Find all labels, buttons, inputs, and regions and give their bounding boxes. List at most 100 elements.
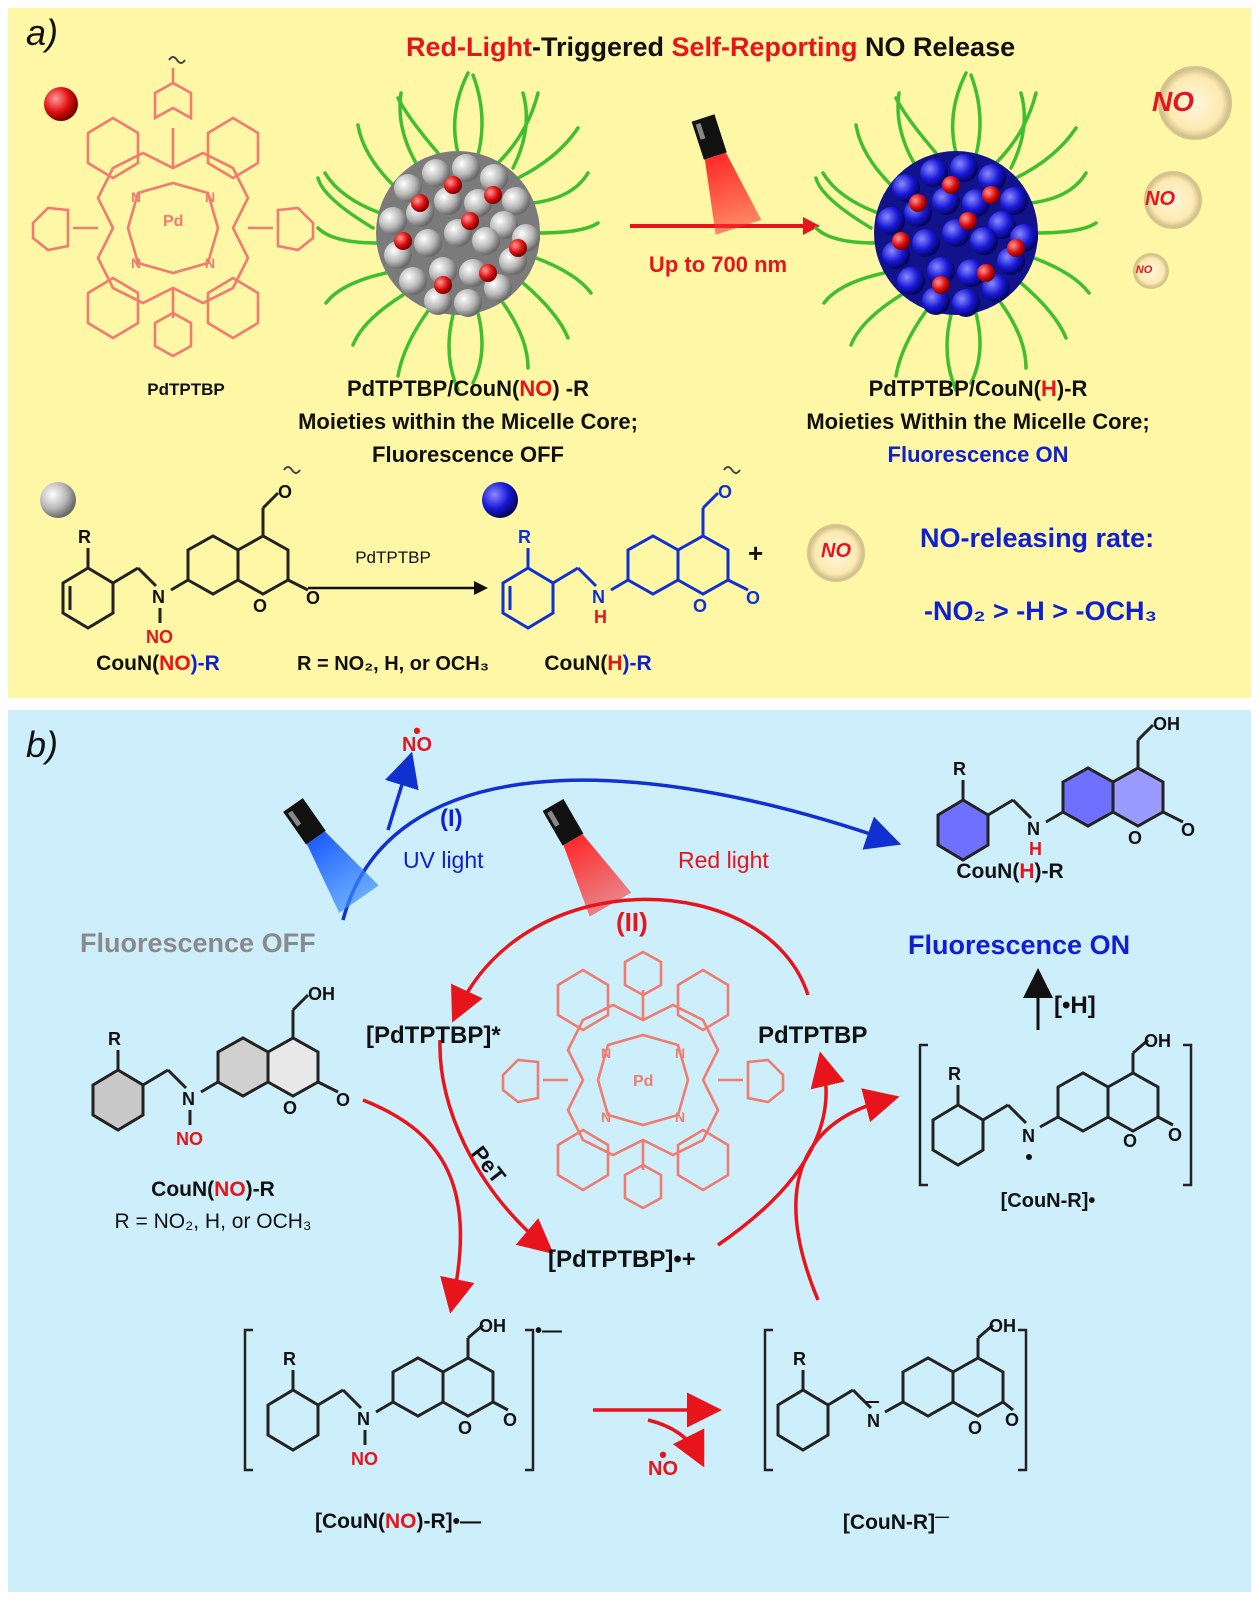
panel-b-graphics: Pd N N N N R N H OH O O — [91, 714, 1195, 1472]
product-b-suffix: )-R — [1034, 860, 1064, 883]
panel-b-label: b) — [26, 724, 59, 765]
fluorescence-off-label: Fluorescence OFF — [80, 928, 316, 958]
svg-text:O: O — [278, 482, 292, 502]
svg-text:R: R — [108, 1029, 121, 1049]
svg-text:N: N — [867, 1411, 880, 1431]
bracket-charge-label: •— — [535, 1320, 563, 1342]
svg-text:O: O — [458, 1418, 472, 1438]
svg-text:NO: NO — [176, 1129, 203, 1149]
no-bubble-text-medium: NO — [1145, 188, 1175, 210]
title-self-reporting: Self-Reporting — [671, 32, 858, 62]
title-no-release: NO Release — [857, 32, 1016, 62]
svg-text:N: N — [592, 587, 605, 607]
svg-text:N: N — [601, 1109, 611, 1125]
oxidation-arrow — [794, 1088, 900, 1301]
svg-text:N: N — [131, 189, 141, 205]
no-bubble-text-large: NO — [1152, 86, 1194, 117]
svg-text:O: O — [968, 1418, 982, 1438]
svg-text:H: H — [594, 607, 607, 627]
micelle-on-red: H — [1040, 376, 1057, 401]
coun-h-structure-b: R N H OH O O — [936, 714, 1195, 862]
red-light-label: Red light — [678, 847, 769, 873]
r-definition-b: R = NO₂, H, or OCH₃ — [114, 1210, 312, 1233]
micelle-off-suffix: ) -R — [552, 376, 589, 401]
svg-text:N: N — [675, 1109, 685, 1125]
svg-text:OH: OH — [308, 984, 335, 1004]
plus-sign: + — [748, 538, 764, 568]
rate-order: -NO₂ > -H > -OCH₃ — [924, 596, 1157, 626]
no-loss-curl — [647, 1418, 705, 1468]
gray-sphere-icon — [40, 482, 76, 518]
product-b-prefix: CouN( — [956, 860, 1020, 883]
panel-a-label: a) — [26, 12, 59, 53]
anion-label: [CouN-R]— — [843, 1508, 949, 1535]
micelle-off-line2: Moieties within the Micelle Core; — [298, 409, 638, 434]
svg-text:O: O — [1123, 1131, 1137, 1151]
svg-text:N: N — [152, 587, 165, 607]
reactant-label: CouN(NO)-R — [96, 652, 220, 676]
anion-charge: — — [935, 1508, 950, 1524]
svg-text:R: R — [78, 527, 91, 547]
no-bubble-text-small: NO — [1135, 264, 1153, 276]
svg-text:O: O — [253, 596, 267, 616]
svg-text:NO: NO — [146, 627, 173, 647]
micelle-off-red: NO — [519, 376, 553, 401]
svg-text:OH: OH — [1144, 1031, 1171, 1051]
start-prefix: CouN( — [151, 1178, 215, 1201]
regeneration-arrow — [717, 1051, 845, 1247]
reactant-suffix: )-R — [190, 652, 220, 675]
starting-material-label: CouN(NO)-R — [151, 1178, 275, 1202]
svg-text:O: O — [718, 482, 732, 502]
svg-text:R: R — [953, 759, 966, 779]
coun-anion-structure: R N OH O O — [763, 1316, 1028, 1472]
svg-text:N: N — [675, 1045, 685, 1061]
reactant-red: NO — [159, 652, 191, 675]
no-radical-bottom: • NO — [648, 1442, 678, 1481]
svg-text:R: R — [283, 1349, 296, 1369]
svg-text:R: R — [518, 527, 531, 547]
coun-radical-structure: R N OH O O — [918, 1031, 1193, 1187]
product-red: H — [607, 652, 623, 675]
svg-text:R: R — [793, 1349, 806, 1369]
title-triggered: -Triggered — [531, 32, 672, 62]
svg-text:O: O — [1168, 1125, 1182, 1145]
electron-transfer-arrow — [362, 1098, 475, 1314]
micelle-off-prefix: PdTPTBP/CouN( — [347, 376, 520, 401]
svg-text:Pd: Pd — [633, 1073, 653, 1090]
product-prefix: CouN( — [544, 652, 608, 675]
panel-b: Pd N N N N R N H OH O O — [8, 710, 1251, 1592]
coun-no-structure-a: R N NO O O O — [61, 466, 320, 647]
excitation-arrow — [451, 897, 810, 1023]
svg-text:N: N — [182, 1089, 195, 1109]
micelle-on-caption: PdTPTBP/CouN(H)-R Moieties Within the Mi… — [806, 372, 1149, 471]
svg-text:O: O — [336, 1090, 350, 1110]
product-label-b: CouN(H)-R — [956, 860, 1063, 884]
reactant-prefix: CouN( — [96, 652, 160, 675]
uv-light-label: UV light — [403, 847, 484, 873]
no-bubble-medium — [1144, 171, 1202, 229]
no-radical-top: • NO — [402, 718, 432, 757]
coun-h-structure-a: R N H O O O — [501, 466, 760, 630]
micelle-on-suffix: )-R — [1056, 376, 1088, 401]
uv-flashlight-icon — [283, 798, 379, 913]
micelle-on — [814, 71, 1098, 392]
svg-text:N: N — [205, 189, 215, 205]
product-label: CouN(H)-R — [544, 652, 651, 676]
product-b-red: H — [1019, 860, 1035, 883]
svg-text:N: N — [1027, 819, 1040, 839]
panel-a-title: Red-Light-Triggered Self-Reporting NO Re… — [406, 32, 1015, 63]
radical-anion-suffix: )-R]•— — [416, 1510, 481, 1533]
micelle-on-line2: Moieties Within the Micelle Core; — [806, 409, 1150, 434]
svg-text:O: O — [693, 596, 707, 616]
no-bubble-reaction — [807, 524, 865, 582]
porphyrin-structure-a: Pd N N N N — [31, 56, 315, 358]
no-radical-bottom-text: NO — [648, 1458, 678, 1480]
rate-title: NO-releasing rate: — [920, 523, 1155, 553]
svg-text:N: N — [205, 255, 215, 271]
red-flashlight-icon-b — [542, 799, 632, 917]
micelle-off-line3: Fluorescence OFF — [372, 442, 564, 467]
svg-text:O: O — [306, 588, 320, 608]
svg-text:O: O — [283, 1098, 297, 1118]
r-definition-a: R = NO₂, H, or OCH₃ — [296, 653, 490, 675]
start-suffix: )-R — [245, 1178, 275, 1201]
